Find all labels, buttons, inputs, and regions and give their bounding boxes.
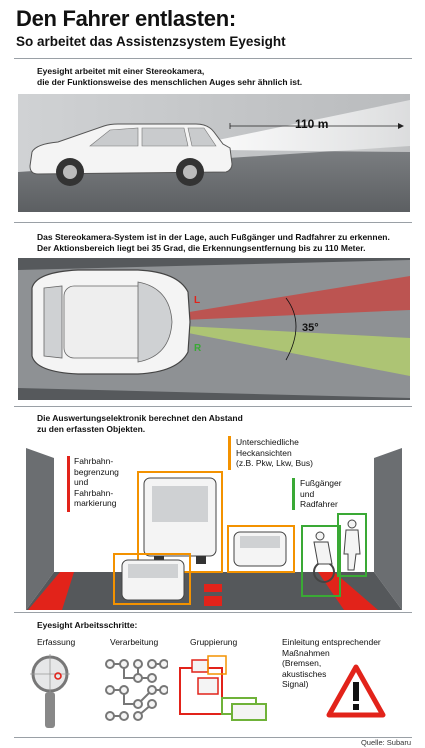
network-icon [105, 659, 168, 721]
cyclist-detection-box [301, 525, 341, 597]
side-view-illustration [18, 94, 410, 212]
left-camera-label: L [194, 295, 201, 306]
source-label: Quelle: Subaru [360, 738, 411, 747]
page-title: Den Fahrer entlasten: [16, 6, 236, 31]
right-camera-label: R [194, 343, 202, 354]
pedestrian-label-marker [292, 478, 295, 510]
car-detection-box [227, 525, 295, 573]
detection-illustration [18, 448, 410, 610]
step-gruppierung-label: Gruppierung [190, 637, 238, 647]
steps-title: Eyesight Arbeitsschritte: [37, 620, 138, 630]
angle-label: 35° [302, 322, 319, 334]
pedestrian-icon [343, 519, 361, 571]
step-erfassung-label: Erfassung [37, 637, 76, 647]
lane-label-marker [67, 456, 70, 512]
magnifier-icon [30, 654, 70, 728]
grouping-icon [179, 655, 267, 721]
car-side-icon [29, 123, 233, 186]
section3-text: Die Auswertungselektronik berechnet den … [37, 413, 243, 434]
left-camera-beam [183, 276, 410, 320]
pedestrian-detection-box [337, 513, 367, 577]
top-view-illustration [18, 258, 410, 400]
car-rear-icon [121, 559, 185, 601]
distance-label: 110 m [295, 117, 329, 131]
divider [14, 58, 412, 59]
cyclist-icon [313, 531, 335, 583]
step-massnahmen-label: Einleitung entsprechender Maßnahmen (Bre… [282, 637, 381, 689]
section1-text: Eyesight arbeitet mit einer Stereokamera… [37, 66, 303, 87]
car-rear-icon [233, 531, 287, 567]
vehicle-label-marker [228, 436, 231, 470]
bus-icon [143, 477, 217, 564]
page-subtitle: So arbeitet das Assistenzsystem Eyesight [16, 34, 286, 49]
section2-text: Das Stereokamera-System ist in der Lage,… [37, 232, 390, 253]
divider [14, 612, 412, 613]
car-top-icon [31, 269, 191, 375]
lane-label: Fahrbahn- begrenzung und Fahrbahn- marki… [74, 456, 119, 508]
step-verarbeitung-label: Verarbeitung [110, 637, 159, 647]
car-detection-box [113, 553, 191, 605]
divider [14, 406, 412, 407]
right-camera-beam [183, 326, 410, 376]
divider [14, 222, 412, 223]
divider [14, 737, 412, 738]
pedestrian-label: Fußgänger und Radfahrer [300, 478, 342, 509]
warning-icon [326, 664, 386, 718]
vehicle-label: Unterschiedliche Heckansichten (z.B. Pkw… [236, 437, 313, 468]
